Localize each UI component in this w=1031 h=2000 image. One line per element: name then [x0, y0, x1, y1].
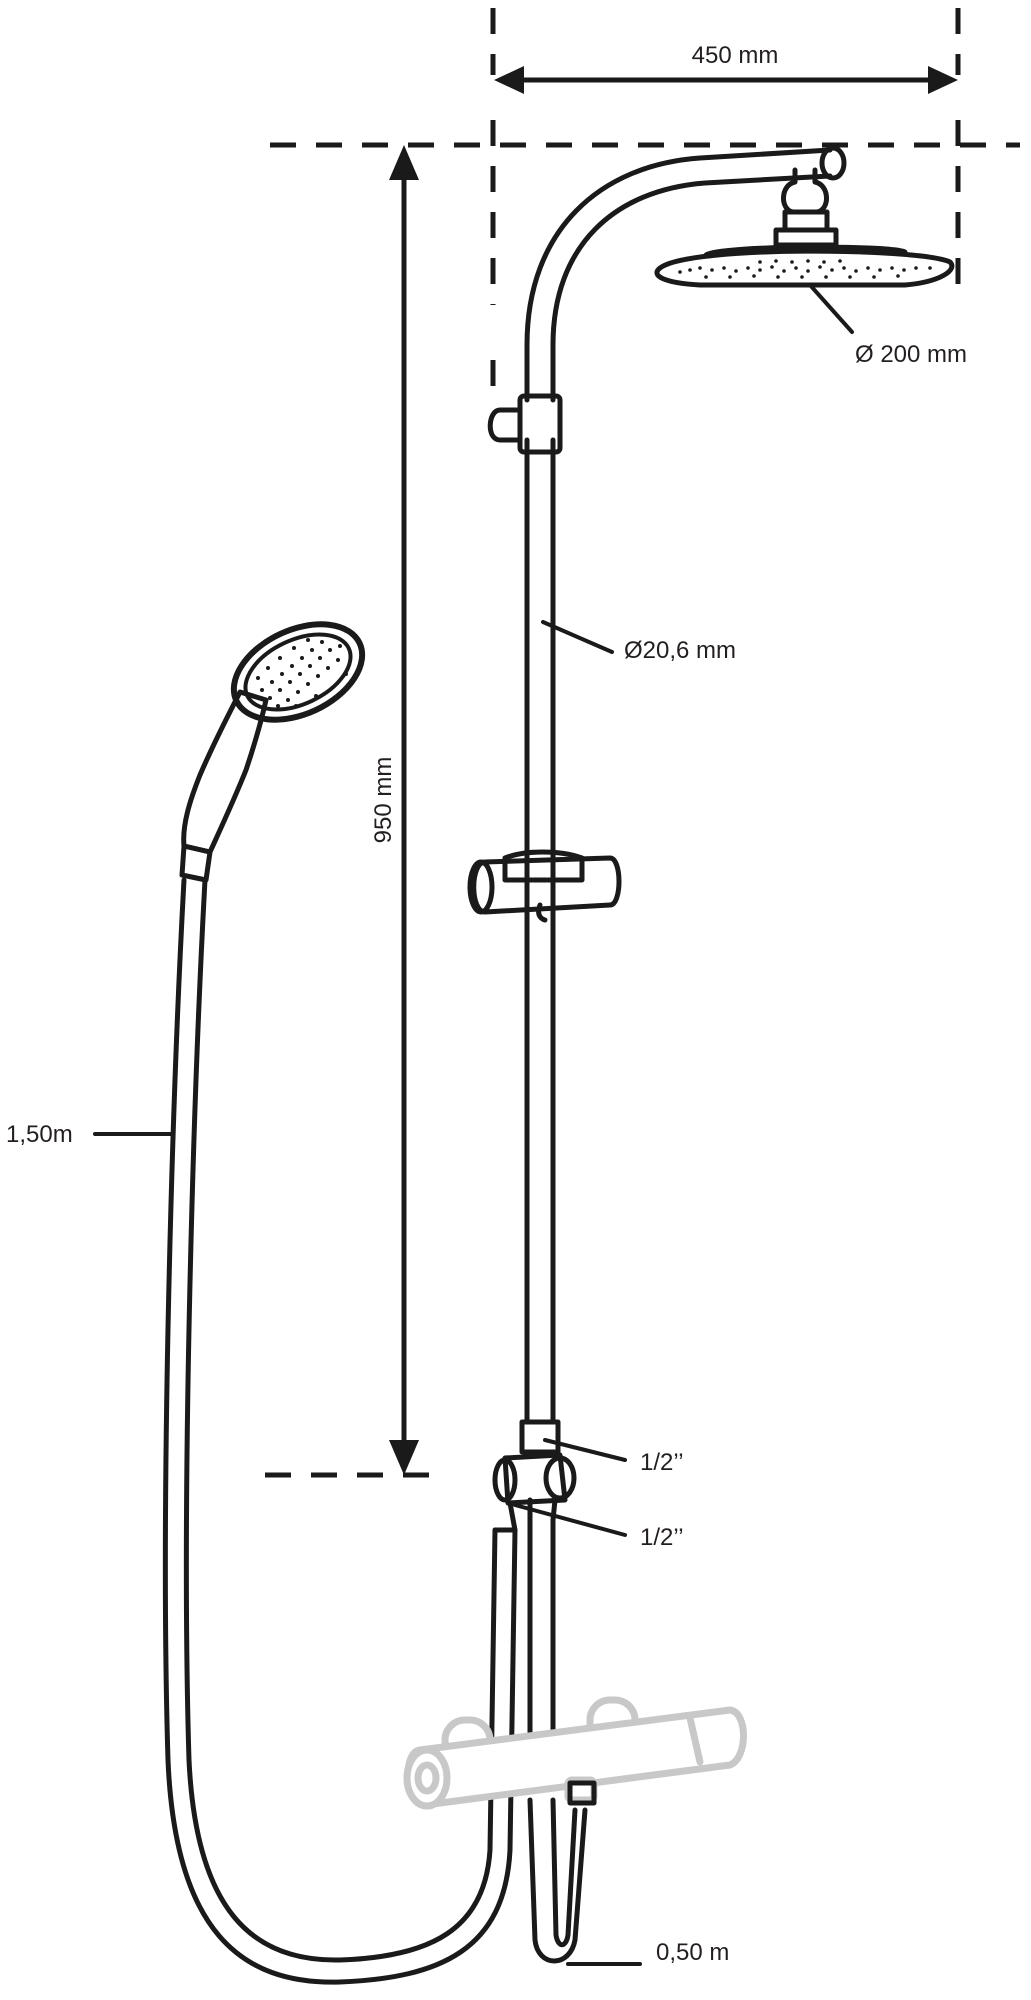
- upper-connection-label: 1/2’’: [640, 1449, 684, 1476]
- rail-diameter-callout: Ø20,6 mm: [541, 620, 736, 664]
- diverter-block: [492, 1419, 577, 1738]
- reference-lines: [265, 8, 1020, 1478]
- riser-rail: [524, 145, 847, 1423]
- upper-connection-callout: 1/2’’: [543, 1438, 684, 1476]
- spray-nozzles: [678, 259, 932, 279]
- overhead-shower-head: [654, 167, 955, 288]
- thermostatic-mixer: [403, 1696, 747, 1810]
- hand-shower: [179, 621, 366, 883]
- hand-shower-hose: [162, 877, 518, 1985]
- rail-clamp-collar: [487, 393, 563, 455]
- hand-shower-holder: [467, 849, 622, 923]
- short-hose: [527, 1780, 597, 1964]
- hose-length-callout: 1,50m: [6, 1121, 174, 1148]
- hose-length-label: 1,50m: [6, 1121, 73, 1148]
- rail-diameter-label: Ø20,6 mm: [624, 637, 736, 664]
- width-dimension-label: 450 mm: [692, 42, 779, 69]
- short-hose-callout: 0,50 m: [566, 1939, 729, 1966]
- width-dimension: 450 mm: [494, 42, 958, 94]
- short-hose-label: 0,50 m: [656, 1939, 729, 1966]
- head-diameter-label: Ø 200 mm: [855, 341, 967, 368]
- hand-shower-nozzles: [256, 638, 348, 708]
- lower-connection-label: 1/2’’: [640, 1524, 684, 1551]
- lower-connection-callout: 1/2’’: [513, 1503, 684, 1551]
- height-dimension: 950 mm: [370, 145, 419, 1475]
- head-diameter-callout: Ø 200 mm: [808, 283, 967, 368]
- height-dimension-label: 950 mm: [370, 757, 397, 844]
